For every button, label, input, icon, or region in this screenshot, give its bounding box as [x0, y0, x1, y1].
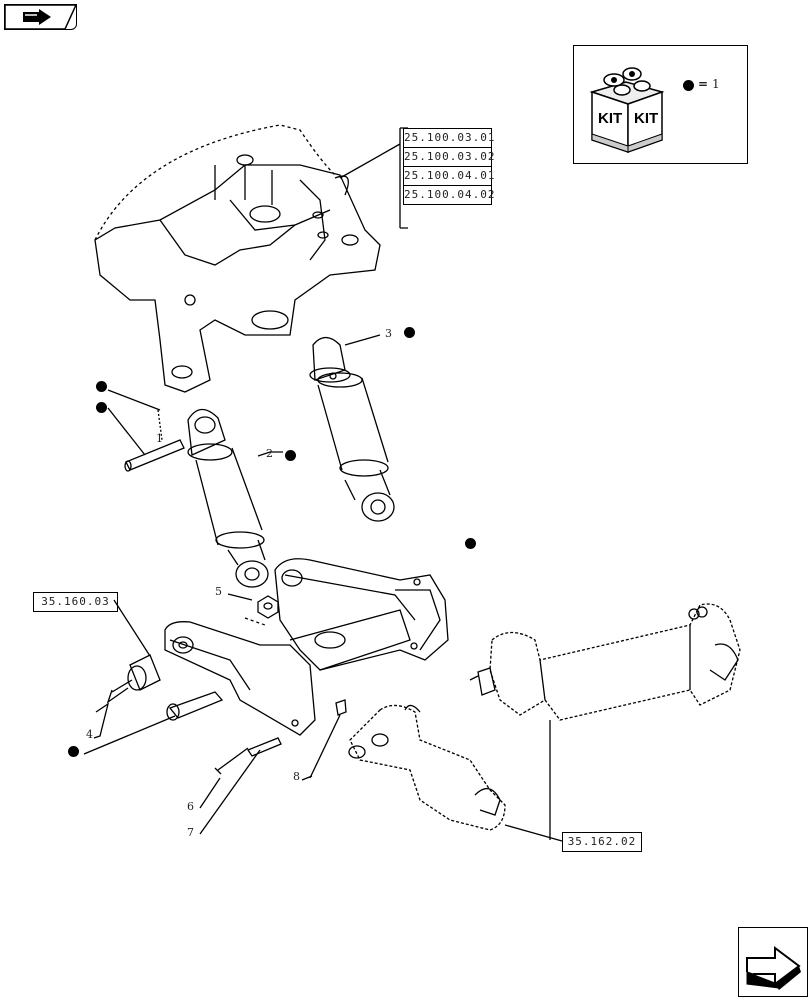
callout-8: 8 — [293, 770, 300, 783]
reference-link-2[interactable]: 25.100.03.02 — [403, 147, 494, 166]
kit-marker-cylinder-3 — [404, 327, 415, 338]
callout-6: 6 — [187, 800, 194, 813]
back-button[interactable] — [4, 4, 78, 30]
frame-reference-stack: 25.100.03.01 25.100.03.02 25.100.04.01 2… — [403, 128, 494, 205]
kit-marker-dot — [683, 80, 694, 91]
hand-pointer-icon — [4, 4, 78, 30]
kit-label-left: KIT — [598, 110, 623, 127]
callout-7: 7 — [187, 826, 194, 839]
callout-1: 1 — [156, 432, 163, 445]
kit-marker-lift-arm — [465, 538, 476, 549]
callout-2: 2 — [266, 447, 273, 460]
kit-legend-panel: KIT KIT = 1 — [573, 45, 748, 164]
kit-quantity: 1 — [712, 77, 720, 91]
callout-3: 3 — [385, 327, 392, 340]
arrow-right-icon — [746, 946, 801, 990]
reference-link-left[interactable]: 35.160.03 — [33, 592, 118, 612]
kit-marker-cylinder-2 — [285, 450, 296, 461]
reference-link-1[interactable]: 25.100.03.01 — [403, 128, 494, 147]
reference-link-4[interactable]: 25.100.04.02 — [403, 185, 494, 205]
kit-marker-pin-1a — [96, 381, 107, 392]
kit-marker-pin-large — [68, 746, 79, 757]
kit-equals: = — [698, 77, 709, 91]
kit-box-icon — [589, 67, 665, 154]
reference-link-3[interactable]: 25.100.04.01 — [403, 166, 494, 185]
callout-4: 4 — [86, 728, 93, 741]
next-page-button[interactable] — [738, 927, 808, 997]
kit-marker-pin-1b — [96, 402, 107, 413]
reference-link-bottom[interactable]: 35.162.02 — [562, 832, 642, 852]
kit-label-right: KIT — [634, 110, 659, 127]
callout-5: 5 — [215, 585, 222, 598]
